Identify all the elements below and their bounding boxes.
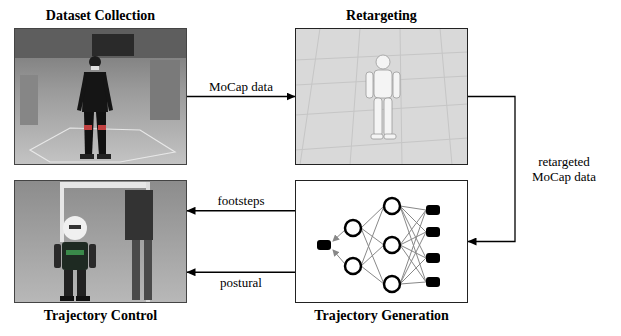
flow-arrow xyxy=(187,272,295,273)
flow-arrow xyxy=(468,97,515,242)
edge-label: retargeted MoCap data xyxy=(522,154,606,184)
simulation-render xyxy=(295,28,468,165)
panel-title: Trajectory Generation xyxy=(314,308,449,324)
panel-title: Trajectory Control xyxy=(44,308,157,324)
image-panel: Trajectory Generation xyxy=(295,180,468,303)
mocap-photo xyxy=(14,28,187,165)
edge-label: postural xyxy=(218,275,264,290)
edge-label: MoCap data xyxy=(207,79,275,94)
flow-arrow xyxy=(187,96,295,97)
image-panel: Dataset Collection xyxy=(14,28,187,165)
image-panel: Trajectory Control xyxy=(14,180,187,303)
neural-network xyxy=(317,198,440,292)
flow-arrow xyxy=(187,210,295,211)
panel-title: Dataset Collection xyxy=(46,8,155,24)
image-panel: Retargeting xyxy=(295,28,468,165)
panel-title: Retargeting xyxy=(346,8,417,24)
robot-photo xyxy=(14,180,187,303)
edge-label: footsteps xyxy=(216,193,267,208)
